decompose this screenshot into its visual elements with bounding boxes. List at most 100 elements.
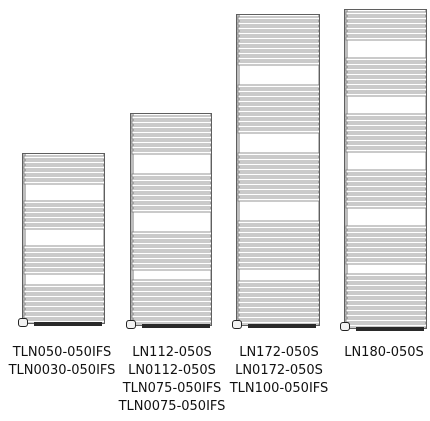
radiator-bar — [237, 177, 319, 182]
radiator-bar — [131, 236, 211, 241]
radiator-bar — [345, 240, 426, 245]
model-label: LN0172-050S — [235, 363, 323, 378]
radiator-rail — [210, 114, 211, 325]
radiator-ln172-illustration — [236, 14, 320, 326]
radiator-bar — [131, 294, 211, 299]
radiator-bar — [237, 290, 319, 295]
model-label: LN180-050S — [344, 345, 424, 360]
radiator-bar — [131, 266, 211, 271]
valve-icon — [18, 318, 28, 327]
radiator-bar — [131, 299, 211, 304]
radiator-bar — [345, 245, 426, 250]
radiator-bar — [23, 180, 104, 185]
radiator-bar — [237, 16, 319, 21]
radiator-bar — [131, 188, 211, 193]
radiator-bar — [23, 289, 104, 294]
radiator-bar — [345, 113, 426, 118]
radiator-bar — [345, 255, 426, 260]
radiator-tln050-illustration — [22, 153, 105, 324]
radiator-bar — [237, 162, 319, 167]
model-label: TLN075-050IFS — [122, 381, 222, 396]
radiator-base — [356, 327, 424, 331]
radiator-bar — [345, 273, 426, 278]
radiator-rail — [23, 154, 26, 323]
model-label: TLN050-050IFS — [12, 345, 112, 360]
radiator-bar — [345, 67, 426, 72]
radiator-bar — [131, 246, 211, 251]
radiator-bar — [237, 89, 319, 94]
radiator-base — [248, 324, 316, 328]
radiator-bar — [345, 250, 426, 255]
radiator-bar — [345, 235, 426, 240]
radiator-bar — [345, 293, 426, 298]
radiator-bar — [131, 193, 211, 198]
radiator-bar — [237, 31, 319, 36]
radiator-bar — [237, 51, 319, 56]
radiator-bar — [23, 215, 104, 220]
radiator-bar — [345, 260, 426, 265]
radiator-bar — [237, 300, 319, 305]
radiator-bars — [345, 10, 426, 328]
radiator-bar — [131, 314, 211, 319]
radiator-bar — [345, 11, 426, 16]
radiator-bar — [237, 230, 319, 235]
radiator-bar — [131, 304, 211, 309]
radiator-bar — [345, 148, 426, 153]
radiator-bar — [345, 133, 426, 138]
radiator-bar — [237, 36, 319, 41]
radiator-bar — [23, 250, 104, 255]
radiator-bar — [345, 118, 426, 123]
radiator-bar — [23, 304, 104, 309]
radiator-bar — [345, 57, 426, 62]
radiator-bar — [237, 94, 319, 99]
radiator-bar — [237, 260, 319, 265]
radiator-bar — [23, 165, 104, 170]
radiator-bar — [131, 279, 211, 284]
radiator-bar — [345, 87, 426, 92]
radiator-bar — [131, 309, 211, 314]
radiator-bar — [237, 109, 319, 114]
radiator-bar — [345, 313, 426, 318]
radiator-bar — [237, 315, 319, 320]
radiator-bar — [237, 104, 319, 109]
radiator-bar — [237, 250, 319, 255]
radiator-bar — [237, 255, 319, 260]
radiator-bar — [237, 119, 319, 124]
radiator-bar — [237, 220, 319, 225]
radiator-bar — [237, 265, 319, 270]
radiator-bar — [345, 288, 426, 293]
radiator-bar — [345, 230, 426, 235]
radiator-bar — [345, 31, 426, 36]
model-label: TLN100-050IFS — [229, 381, 329, 396]
radiator-bar — [23, 314, 104, 319]
radiator-bar — [237, 21, 319, 26]
radiator-bar — [237, 235, 319, 240]
radiator-bar — [345, 62, 426, 67]
valve-icon — [232, 320, 242, 329]
radiator-bar — [23, 294, 104, 299]
radiator-bar — [345, 194, 426, 199]
model-labels-2: LN112-050S LN0112-050S TLN075-050IFS TLN… — [114, 344, 230, 416]
radiator-ln112-illustration — [130, 113, 212, 326]
radiator-bar — [345, 123, 426, 128]
radiator-bar — [237, 245, 319, 250]
radiator-bar — [345, 298, 426, 303]
radiator-bar — [131, 231, 211, 236]
radiator-bar — [345, 184, 426, 189]
radiator-bar — [131, 145, 211, 150]
radiator-bar — [131, 251, 211, 256]
radiator-bar — [131, 261, 211, 266]
radiator-bar — [345, 283, 426, 288]
radiator-bar — [23, 205, 104, 210]
radiator-bar — [131, 125, 211, 130]
model-label: TLN0030-050IFS — [8, 363, 116, 378]
radiator-bar — [23, 299, 104, 304]
radiator-bar — [237, 197, 319, 202]
radiator-bar — [23, 155, 104, 160]
radiator-bar — [131, 319, 211, 324]
radiator-bar — [237, 157, 319, 162]
radiator-bar — [131, 289, 211, 294]
radiator-bar — [131, 135, 211, 140]
radiator-bar — [131, 173, 211, 178]
radiator-bar — [131, 130, 211, 135]
